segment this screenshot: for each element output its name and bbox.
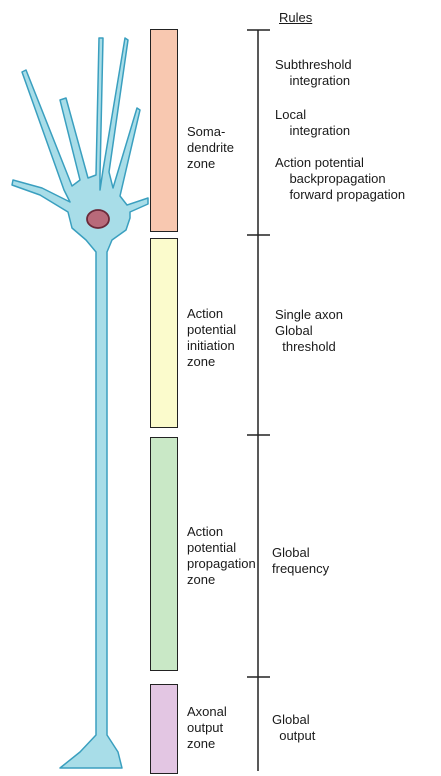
rules-axis <box>247 30 270 771</box>
zone-box-initiation <box>150 238 178 428</box>
rule-action-potential-propagation: Action potential backpropagation forward… <box>275 155 405 203</box>
rule-propagation: Global frequency <box>272 545 329 577</box>
zone-label-initiation: Action potential initiation zone <box>187 306 236 370</box>
zone-label-soma-dendrite: Soma- dendrite zone <box>187 124 234 172</box>
neuron-shape <box>12 38 148 768</box>
rule-subthreshold-integration: Subthreshold integration <box>275 57 352 89</box>
rule-initiation: Single axon Global threshold <box>275 307 343 355</box>
rules-title: Rules <box>279 10 312 25</box>
zone-label-propagation: Action potential propagation zone <box>187 524 256 588</box>
zone-box-propagation <box>150 437 178 671</box>
rule-local-integration: Local integration <box>275 107 350 139</box>
rule-output: Global output <box>272 712 315 744</box>
zone-box-soma-dendrite <box>150 29 178 232</box>
neuron <box>12 38 148 768</box>
zone-label-output: Axonal output zone <box>187 704 227 752</box>
zone-box-output <box>150 684 178 774</box>
nucleus <box>87 210 109 228</box>
